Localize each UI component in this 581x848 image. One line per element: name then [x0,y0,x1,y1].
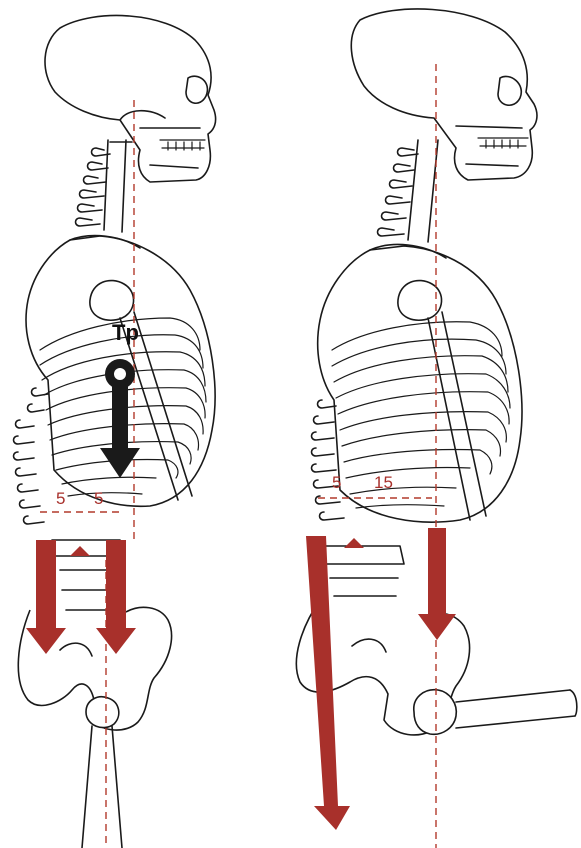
right-cervical-spine [378,140,439,242]
left-distance-b: 5 [94,489,103,508]
right-skeleton: 5 15 [296,9,576,848]
left-cervical-spine [76,140,133,232]
left-lumbar-spine [14,388,49,524]
left-skeleton: Tp 5 5 [14,16,216,848]
left-skull [45,16,216,183]
left-distance-a: 5 [56,489,65,508]
right-distance-a: 5 [332,473,341,492]
left-force-label: Tp [112,320,139,345]
right-skull [351,9,537,180]
right-distance-b: 15 [374,473,393,492]
